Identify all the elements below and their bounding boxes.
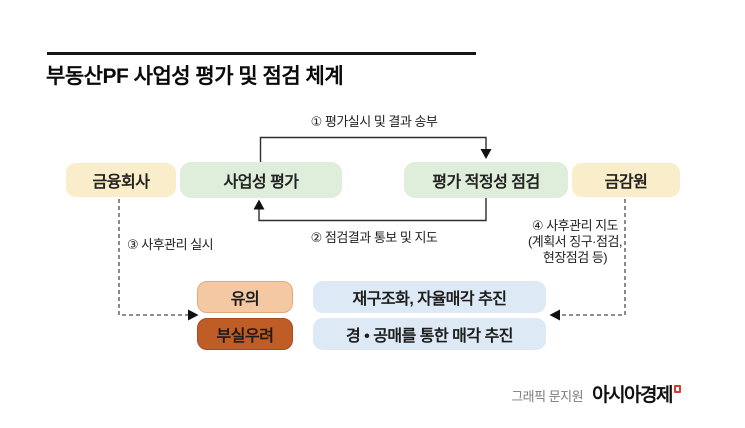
title-rule	[47, 52, 476, 55]
step4-label: ④ 사후관리 지도 (계획서 징구·점검, 현장점검 등)	[498, 218, 652, 266]
step4-label-line3: 현장점검 등)	[542, 250, 608, 265]
flow-box-feasibility-evaluation: 사업성 평가	[180, 162, 342, 198]
flow-box-financial-company: 금융회사	[66, 163, 176, 197]
step2-arrow-line	[258, 198, 487, 222]
credit-text: 그래픽 문지원	[511, 389, 584, 404]
step2-arrowhead-icon	[253, 199, 265, 210]
brand-logo: 아시아경제	[592, 380, 681, 407]
outcome-action-insolvency-risk: 경 • 공매를 통한 매각 추진	[313, 318, 546, 350]
step4-label-line1: ④ 사후관리 지도	[531, 218, 619, 233]
step3-arrowhead-icon	[188, 309, 199, 321]
step3-label: ③ 사후관리 실시	[127, 237, 214, 252]
step1-arrowhead-icon	[480, 149, 492, 159]
credit: 그래픽 문지원 아시아경제	[511, 380, 681, 407]
step3-dashed-line	[118, 199, 188, 316]
flow-box-adequacy-check: 평가 적정성 점검	[404, 162, 568, 198]
step4-label-line2: (계획서 징구·점검,	[527, 234, 623, 249]
page-title: 부동산PF 사업성 평가 및 점검 체계	[46, 65, 344, 88]
outcome-grade-insolvency-risk: 부실우려	[197, 318, 293, 350]
flow-box-fss: 금감원	[572, 163, 680, 197]
step2-label: ② 점검결과 통보 및 지도	[310, 230, 438, 245]
step1-label: ① 평가실시 및 결과 송부	[310, 114, 438, 129]
outcome-grade-caution: 유의	[197, 281, 293, 313]
brand-logo-text: 아시아경제	[592, 385, 673, 406]
step4-arrowhead-icon	[549, 309, 560, 321]
step1-arrow-line	[259, 136, 487, 162]
brand-mark-icon	[674, 385, 681, 393]
outcome-action-caution: 재구조화, 자율매각 추진	[313, 281, 546, 313]
